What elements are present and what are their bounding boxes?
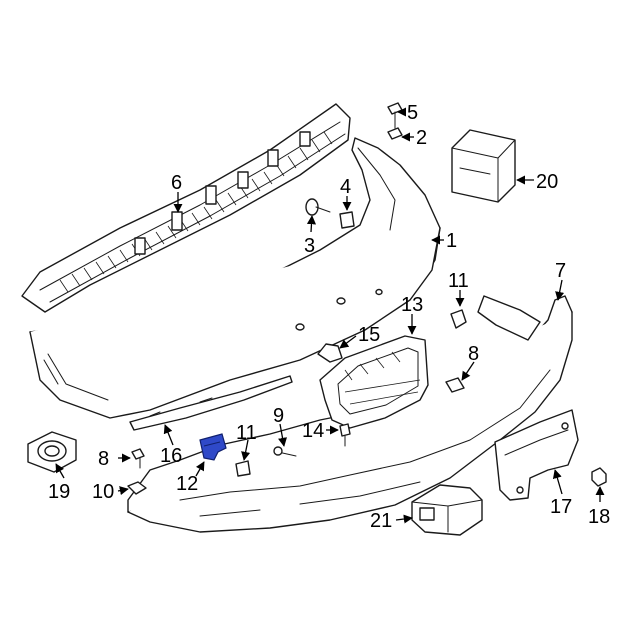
part-11-clip-upper[interactable] bbox=[450, 309, 467, 329]
leader-lines bbox=[55, 107, 605, 524]
part-17-mounting-bracket[interactable] bbox=[494, 409, 579, 501]
part-12-sensor-bracket-highlighted[interactable] bbox=[199, 433, 227, 461]
part-14-bolt[interactable] bbox=[339, 423, 351, 447]
part-20-control-module[interactable] bbox=[451, 129, 516, 203]
callout-8-left: 8 bbox=[98, 448, 109, 470]
callout-16: 16 bbox=[160, 445, 182, 467]
callout-5: 5 bbox=[407, 102, 418, 124]
callout-7: 7 bbox=[555, 260, 566, 282]
callout-1: 1 bbox=[446, 230, 457, 252]
callout-12: 12 bbox=[176, 473, 198, 495]
callout-19: 19 bbox=[48, 481, 70, 503]
callout-9: 9 bbox=[273, 405, 284, 427]
part-15-retainer[interactable] bbox=[317, 343, 343, 363]
callout-3: 3 bbox=[304, 235, 315, 257]
part-6-bumper-absorber[interactable] bbox=[21, 103, 351, 313]
part-13-bracket[interactable] bbox=[319, 335, 429, 429]
part-19-parking-sensor[interactable] bbox=[27, 431, 77, 473]
part-2-bolt[interactable] bbox=[387, 119, 403, 140]
part-21-sensor-housing[interactable] bbox=[411, 484, 483, 536]
part-3-screw[interactable] bbox=[305, 198, 331, 216]
callout-4: 4 bbox=[340, 176, 351, 198]
callout-2: 2 bbox=[416, 127, 427, 149]
part-10-nut[interactable] bbox=[127, 481, 147, 495]
part-8-bolt-left[interactable] bbox=[131, 448, 145, 469]
part-16-trim-strip[interactable] bbox=[129, 375, 293, 431]
callout-11-lower: 11 bbox=[236, 422, 257, 444]
part-8-clip-right[interactable] bbox=[445, 377, 465, 393]
part-9-screw[interactable] bbox=[273, 446, 297, 457]
callout-10: 10 bbox=[92, 481, 114, 503]
part-11-clip-lower[interactable] bbox=[235, 460, 251, 477]
callout-11-upper: 11 bbox=[448, 270, 469, 292]
part-1-bumper-cover[interactable] bbox=[29, 137, 441, 419]
callout-8-right: 8 bbox=[468, 343, 479, 365]
callout-21: 21 bbox=[370, 510, 392, 532]
callout-18: 18 bbox=[588, 506, 610, 528]
callout-6: 6 bbox=[171, 172, 182, 194]
callout-14: 14 bbox=[302, 420, 324, 442]
part-18-bolt[interactable] bbox=[591, 467, 607, 487]
callout-labels: 1 2 3 4 5 6 7 8 8 9 10 11 11 12 13 14 15… bbox=[48, 102, 610, 532]
callout-20: 20 bbox=[536, 171, 558, 193]
callout-13: 13 bbox=[401, 294, 423, 316]
part-4-clip[interactable] bbox=[339, 211, 355, 229]
callout-17: 17 bbox=[550, 496, 572, 518]
callout-15: 15 bbox=[358, 324, 380, 346]
